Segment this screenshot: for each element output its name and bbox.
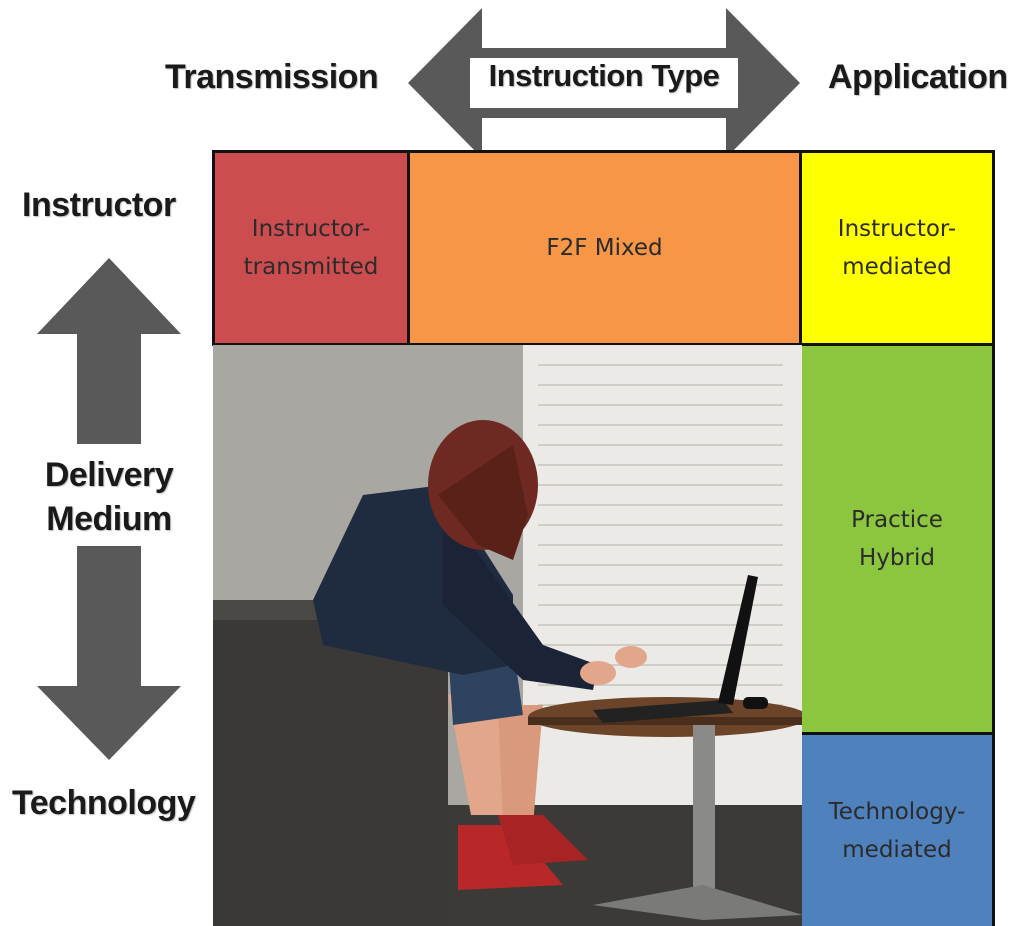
instruction-type-double-arrow-icon — [408, 8, 800, 158]
instructor-transmitted-cell: Instructor- transmitted — [212, 150, 410, 346]
transmission-label: Transmission — [165, 58, 379, 96]
f2f-mixed-text: F2F Mixed — [546, 235, 663, 261]
instructor-mediated-text: Instructor- mediated — [837, 216, 957, 280]
technology-axis-label: Technology — [12, 784, 196, 822]
down-arrow-icon — [37, 546, 181, 760]
up-arrow-icon — [37, 258, 181, 444]
technology-mediated-cell: Technology- mediated — [799, 732, 995, 926]
delivery-medium-label-line2: Medium — [46, 500, 172, 538]
technology-mediated-text: Technology- mediated — [828, 798, 966, 863]
instructor-axis-label: Instructor — [22, 186, 176, 224]
instructor-transmitted-text: Instructor- transmitted — [243, 216, 379, 280]
f2f-mixed-cell: F2F Mixed — [407, 150, 802, 346]
delivery-medium-label-line1: Delivery — [44, 456, 174, 494]
instruction-type-label: Instruction Type — [488, 58, 720, 93]
practice-hybrid-text: Practice Hybrid — [851, 507, 943, 571]
instructor-mediated-cell: Instructor- mediated — [799, 150, 995, 346]
student-at-laptop-photo — [213, 345, 802, 926]
practice-hybrid-cell: Practice Hybrid — [799, 343, 995, 735]
application-label: Application — [828, 58, 1008, 96]
